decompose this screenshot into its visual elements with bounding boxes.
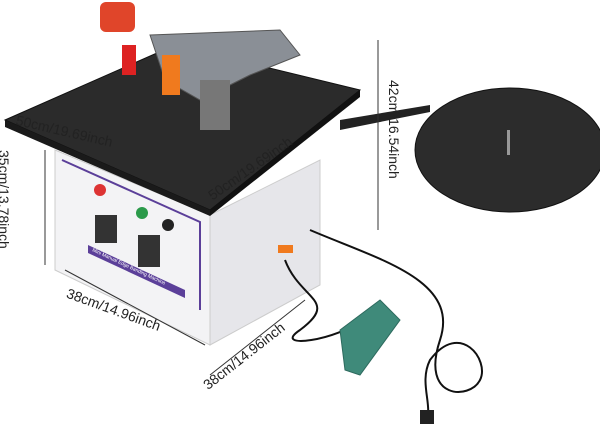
disc-arm bbox=[340, 105, 430, 130]
dim-line-base-width bbox=[64, 269, 206, 346]
power-cable bbox=[309, 229, 483, 416]
table-top-edge-right bbox=[210, 90, 360, 216]
red-roller bbox=[100, 2, 135, 32]
foot-pedal bbox=[339, 299, 401, 376]
dimension-disc-height: 42cm/16.54inch bbox=[386, 80, 402, 179]
orange-roller bbox=[162, 55, 180, 95]
orange-connector bbox=[278, 245, 293, 253]
pedal-cable bbox=[284, 259, 361, 342]
label-band bbox=[88, 245, 185, 298]
table-top-edge bbox=[5, 120, 210, 216]
power-plug bbox=[420, 410, 434, 424]
guide bbox=[200, 80, 230, 130]
red-button-icon bbox=[94, 184, 106, 196]
machine-body-side bbox=[209, 159, 321, 346]
green-button-icon bbox=[136, 207, 148, 219]
black-switch-icon bbox=[162, 219, 174, 231]
disc-pin bbox=[507, 130, 510, 155]
speed-knob-panel bbox=[138, 235, 160, 267]
dim-line-base-depth bbox=[209, 299, 306, 376]
purple-trim bbox=[61, 159, 201, 310]
temperature-display bbox=[95, 215, 117, 243]
dimension-body-height: 35cm/13.78inch bbox=[0, 150, 12, 249]
red-post bbox=[122, 45, 136, 75]
